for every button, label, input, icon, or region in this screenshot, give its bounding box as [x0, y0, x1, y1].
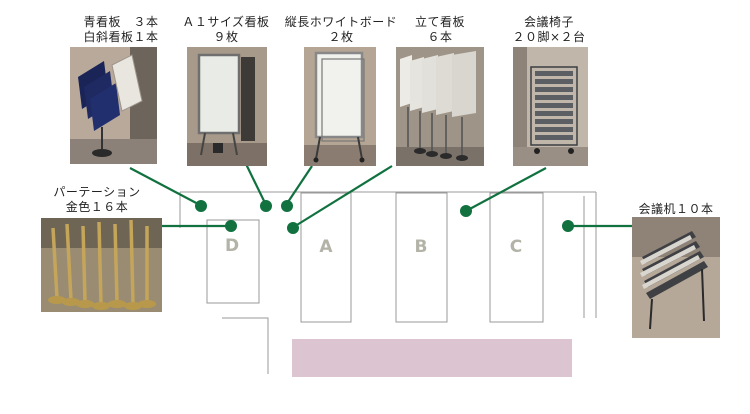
- caption-standing-sign: 立て看板 ６本: [414, 15, 465, 44]
- photo-whiteboard: [304, 47, 376, 166]
- photo-partition: [41, 218, 162, 312]
- zone-d-area: [206, 219, 260, 304]
- photo-a1-sign: [187, 47, 267, 166]
- connector-dots: [195, 200, 574, 234]
- room-outline: [179, 191, 597, 374]
- zone-c-area: [489, 192, 544, 323]
- zone-a-area: [300, 192, 352, 323]
- photo-desks: [632, 217, 720, 338]
- connector-lines: [129, 163, 632, 229]
- zone-a-label: A: [319, 237, 333, 257]
- zone-b-area: [395, 192, 448, 323]
- caption-partition: パーテーション 金色１６本: [53, 185, 141, 214]
- caption-desks: 会議机１０本: [638, 202, 714, 216]
- zone-d-label: D: [225, 236, 239, 256]
- caption-whiteboard: 縦長ホワイトボード ２枚: [284, 15, 398, 44]
- caption-chairs: 会議椅子 ２０脚×２台: [512, 15, 586, 44]
- zone-b-label: B: [415, 237, 428, 257]
- stage-area: [292, 339, 572, 377]
- photo-chairs: [513, 47, 588, 166]
- zone-c-label: C: [510, 237, 522, 257]
- photo-blue-sign: [70, 47, 157, 164]
- caption-blue-sign: 青看板 ３本 白斜看板１本: [83, 15, 159, 44]
- caption-a1-sign: Ａ１サイズ看板 ９枚: [182, 15, 270, 44]
- photo-standing-sign: [396, 47, 484, 166]
